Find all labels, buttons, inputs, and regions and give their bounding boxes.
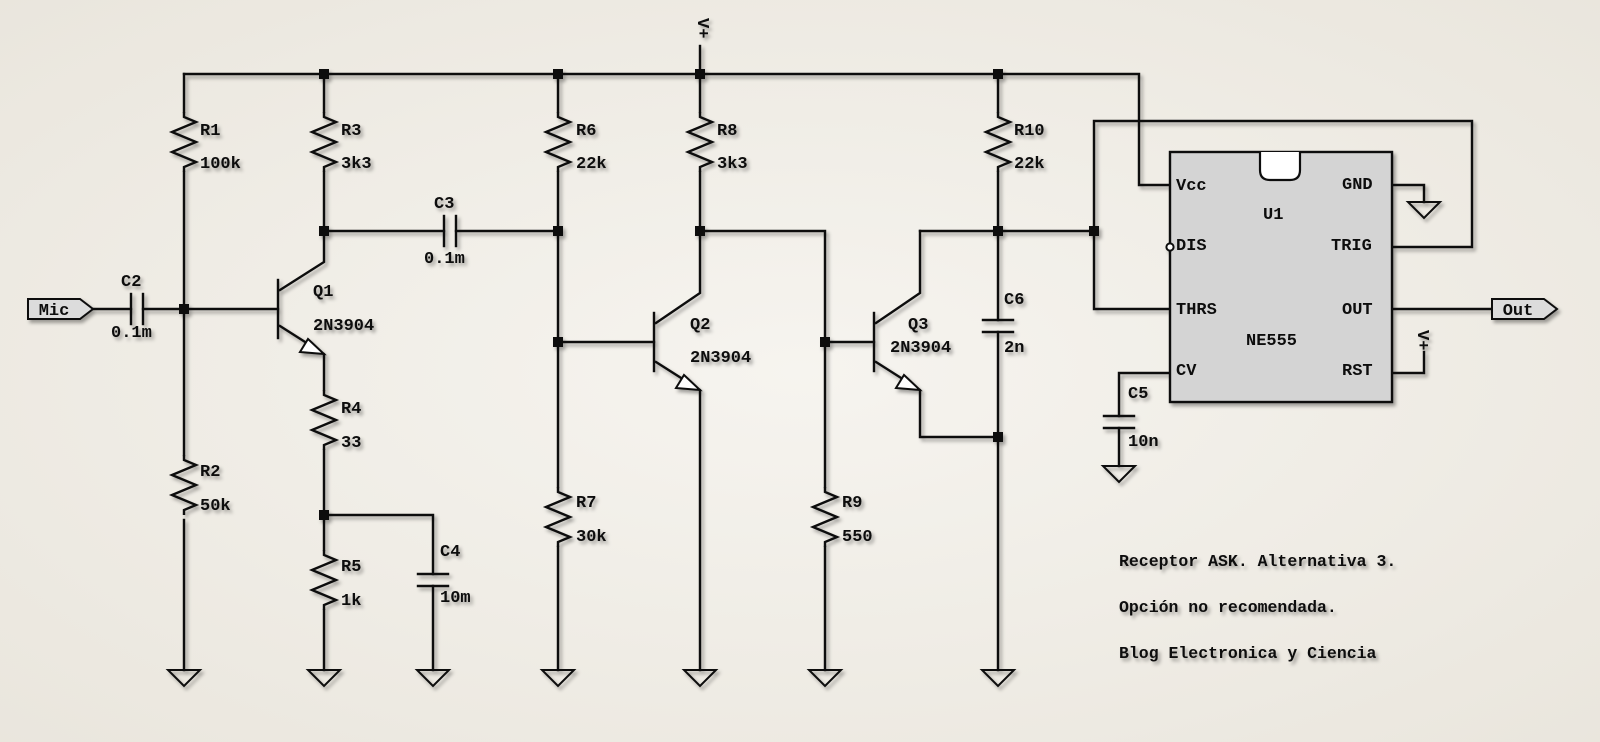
q1-ref: Q1 xyxy=(313,283,333,302)
c6-ref: C6 xyxy=(1004,291,1024,310)
r1-symbol xyxy=(168,112,200,172)
r3-ref: R3 xyxy=(341,122,361,141)
pin-cv-label: CV xyxy=(1176,362,1197,381)
c4-value: 10m xyxy=(440,589,471,608)
c6-value: 2n xyxy=(1004,339,1024,358)
q3-model: 2N3904 xyxy=(890,339,951,358)
c2-symbol xyxy=(129,292,145,326)
junction-dots xyxy=(179,69,1099,520)
ground-icon xyxy=(806,669,844,688)
r9-symbol xyxy=(809,487,841,547)
c5-value: 10n xyxy=(1128,433,1159,452)
pin-trig-label: TRIG xyxy=(1331,237,1372,256)
r6-symbol xyxy=(542,112,574,172)
r4-symbol xyxy=(308,390,340,450)
capacitor-symbols xyxy=(129,214,1136,588)
ic-notch xyxy=(1258,152,1302,182)
note-source: Blog Electronica y Ciencia xyxy=(1119,644,1377,663)
ground-icon xyxy=(305,669,343,688)
r7-value: 30k xyxy=(576,528,607,547)
c5-ref: C5 xyxy=(1128,385,1148,404)
r2-ref: R2 xyxy=(200,463,220,482)
c3-ref: C3 xyxy=(434,195,454,214)
r2-value: 50k xyxy=(200,497,231,516)
wires xyxy=(91,44,1494,672)
ground-symbols xyxy=(165,201,1443,688)
resistor-symbols xyxy=(168,112,1014,610)
c4-symbol xyxy=(416,572,450,588)
r6-ref: R6 xyxy=(576,122,596,141)
r4-ref: R4 xyxy=(341,400,361,419)
ic-ref: U1 xyxy=(1263,206,1283,225)
out-label: Out xyxy=(1503,302,1534,321)
ground-icon xyxy=(165,669,203,688)
ic-ne555 xyxy=(1165,150,1394,404)
r5-value: 1k xyxy=(341,592,361,611)
note-warning: Opción no recomendada. xyxy=(1119,598,1337,617)
q2-ref: Q2 xyxy=(690,316,710,335)
ground-icon xyxy=(1405,201,1443,220)
q1-model: 2N3904 xyxy=(313,317,374,336)
ground-icon xyxy=(979,669,1017,688)
labels: Mic Out V+ V+ R1 100k R2 50k R3 3k3 R4 3… xyxy=(39,18,1534,663)
r3-value: 3k3 xyxy=(341,155,372,174)
pin-vcc-label: Vcc xyxy=(1176,177,1207,196)
q2-model: 2N3904 xyxy=(690,349,751,368)
r10-symbol xyxy=(982,112,1014,172)
ground-icon xyxy=(414,669,452,688)
r4-value: 33 xyxy=(341,434,361,453)
r2-symbol xyxy=(168,455,200,515)
note-title: Receptor ASK. Alternativa 3. xyxy=(1119,552,1396,571)
ic-model: NE555 xyxy=(1246,332,1297,351)
transistor-symbols xyxy=(276,278,923,392)
ground-icon xyxy=(681,669,719,688)
r9-value: 550 xyxy=(842,528,873,547)
r8-value: 3k3 xyxy=(717,155,748,174)
c2-value: 0.1m xyxy=(111,324,152,343)
c3-symbol xyxy=(442,214,458,248)
r3-symbol xyxy=(308,112,340,172)
q3-symbol xyxy=(872,311,923,392)
dis-pin-marker xyxy=(1165,242,1175,252)
q2-symbol xyxy=(652,311,703,392)
c5-symbol xyxy=(1102,414,1136,430)
r10-ref: R10 xyxy=(1014,122,1045,141)
r5-ref: R5 xyxy=(341,558,361,577)
r8-ref: R8 xyxy=(717,122,737,141)
r7-ref: R7 xyxy=(576,494,596,513)
pin-out-label: OUT xyxy=(1342,301,1373,320)
r1-ref: R1 xyxy=(200,122,220,141)
pin-dis-label: DIS xyxy=(1176,237,1207,256)
c4-ref: C4 xyxy=(440,543,460,562)
ground-icon xyxy=(1100,465,1138,484)
supply-label: V+ xyxy=(692,18,711,38)
pin-gnd-label: GND xyxy=(1342,176,1373,195)
r7-symbol xyxy=(542,487,574,547)
c6-symbol xyxy=(981,318,1015,334)
pin-thrs-label: THRS xyxy=(1176,301,1217,320)
out-flag xyxy=(1491,298,1559,320)
r6-value: 22k xyxy=(576,155,607,174)
r10-value: 22k xyxy=(1014,155,1045,174)
ground-icon xyxy=(539,669,577,688)
q1-symbol xyxy=(276,278,327,356)
supply-label: V+ xyxy=(1412,330,1431,350)
c2-ref: C2 xyxy=(121,273,141,292)
r9-ref: R9 xyxy=(842,494,862,513)
mic-flag xyxy=(27,298,95,320)
pin-rst-label: RST xyxy=(1342,362,1373,381)
ic-body xyxy=(1168,150,1394,404)
r8-symbol xyxy=(684,112,716,172)
c3-value: 0.1m xyxy=(424,250,465,269)
r1-value: 100k xyxy=(200,155,241,174)
q3-ref: Q3 xyxy=(908,316,928,335)
r5-symbol xyxy=(308,550,340,610)
mic-label: Mic xyxy=(39,302,70,321)
